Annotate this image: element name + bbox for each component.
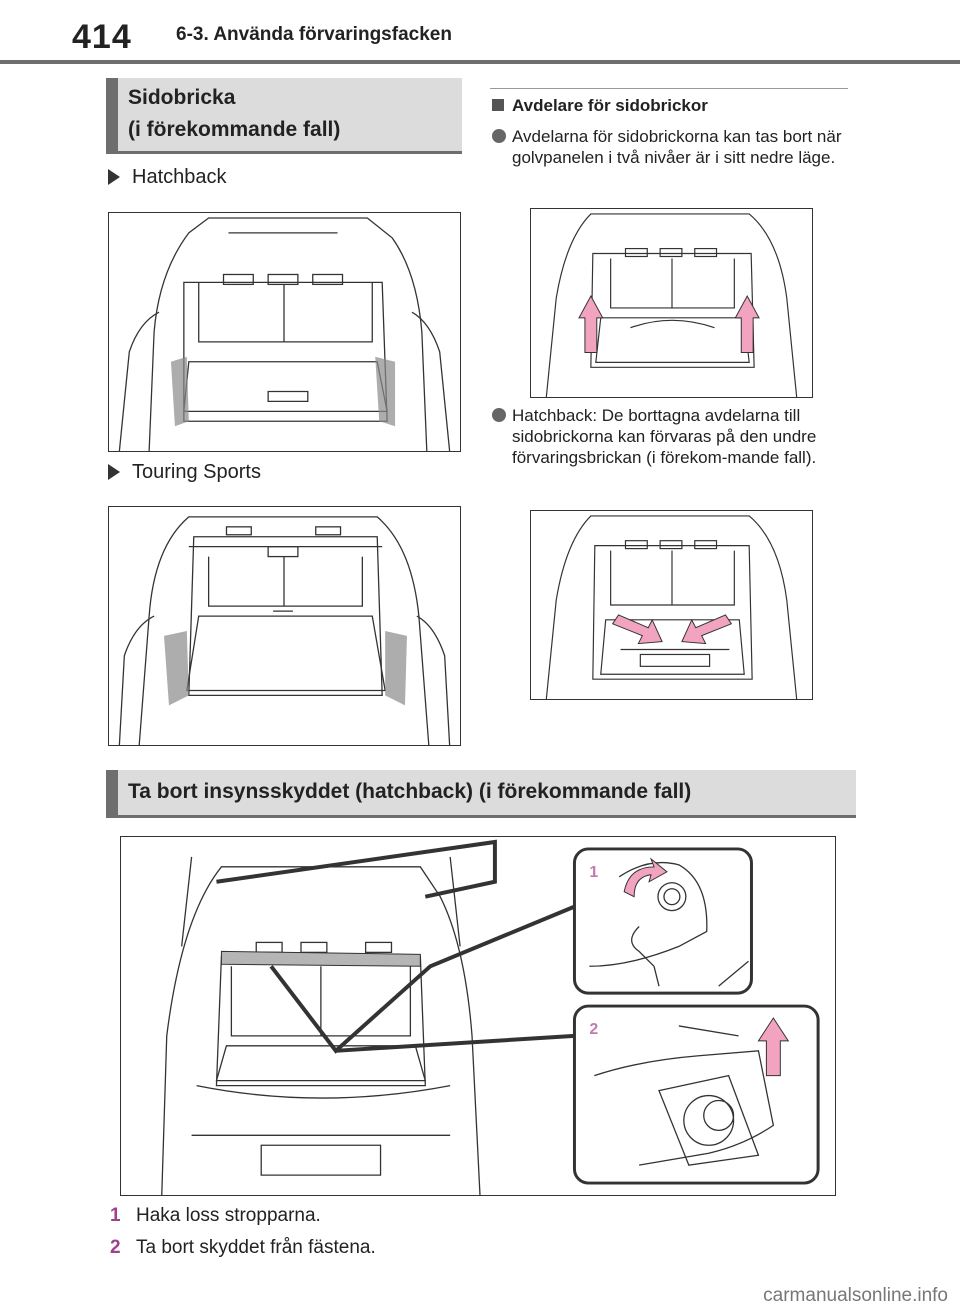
section-remove-cover-title: Ta bort insynsskyddet (hatchback) (i för… — [128, 780, 692, 803]
step-1: 1 Haka loss stropparna. — [110, 1205, 321, 1227]
dividers-item-2-text: Hatchback: De borttagna avdelarna till s… — [512, 406, 817, 467]
variant-hatchback: Hatchback — [108, 166, 227, 189]
dividers-removal-illustration — [545, 213, 798, 397]
chapter-title: 6-3. Använda förvaringsfacken — [176, 24, 452, 45]
step-number: 1 — [110, 1205, 121, 1226]
touring-sports-trunk-illustration — [118, 516, 451, 745]
hatchback-trunk-illustration — [118, 217, 451, 451]
section-remove-cover-heading: Ta bort insynsskyddet (hatchback) (i för… — [106, 770, 856, 818]
dividers-item-2: Hatchback: De borttagna avdelarna till s… — [492, 405, 852, 468]
figure-dividers-removal — [530, 208, 813, 398]
figure-dividers-storage — [530, 510, 813, 700]
dividers-storage-illustration — [545, 515, 798, 699]
dividers-item-1: Avdelarna för sidobrickorna kan tas bort… — [492, 126, 842, 168]
figure-remove-tonneau-cover: 1 2 — [120, 836, 836, 1196]
circle-bullet-icon — [492, 129, 506, 143]
section-title-line2: (i förekommande fall) — [128, 118, 341, 141]
variant-touring-sports: Touring Sports — [108, 461, 261, 484]
dividers-heading: Avdelare för sidobrickor — [492, 96, 708, 116]
triangle-bullet-icon — [108, 464, 120, 480]
variant-label: Hatchback — [132, 166, 227, 188]
figure-touring-sports-trunk — [108, 506, 461, 746]
section-sidobricka-heading: Sidobricka (i förekommande fall) — [106, 78, 462, 154]
figure-hatchback-trunk — [108, 212, 461, 452]
page-number: 414 — [72, 18, 132, 56]
callout-2-label: 2 — [589, 1021, 598, 1038]
section-title-line1: Sidobricka — [128, 86, 236, 109]
dividers-item-1-text: Avdelarna för sidobrickorna kan tas bort… — [512, 127, 842, 167]
step-text: Ta bort skyddet från fästena. — [136, 1237, 376, 1258]
callout-1-label: 1 — [589, 864, 598, 881]
header-rule — [0, 60, 960, 64]
triangle-bullet-icon — [108, 169, 120, 185]
circle-bullet-icon — [492, 408, 506, 422]
step-text: Haka loss stropparna. — [136, 1205, 321, 1226]
watermark: carmanualsonline.info — [763, 1285, 948, 1306]
step-number: 2 — [110, 1237, 121, 1258]
right-column-rule — [490, 88, 848, 89]
dividers-heading-text: Avdelare för sidobrickor — [512, 96, 708, 115]
square-bullet-icon — [492, 99, 504, 111]
step-2: 2 Ta bort skyddet från fästena. — [110, 1237, 376, 1259]
tonneau-cover-illustration: 1 2 — [161, 839, 820, 1195]
variant-label: Touring Sports — [132, 461, 261, 483]
